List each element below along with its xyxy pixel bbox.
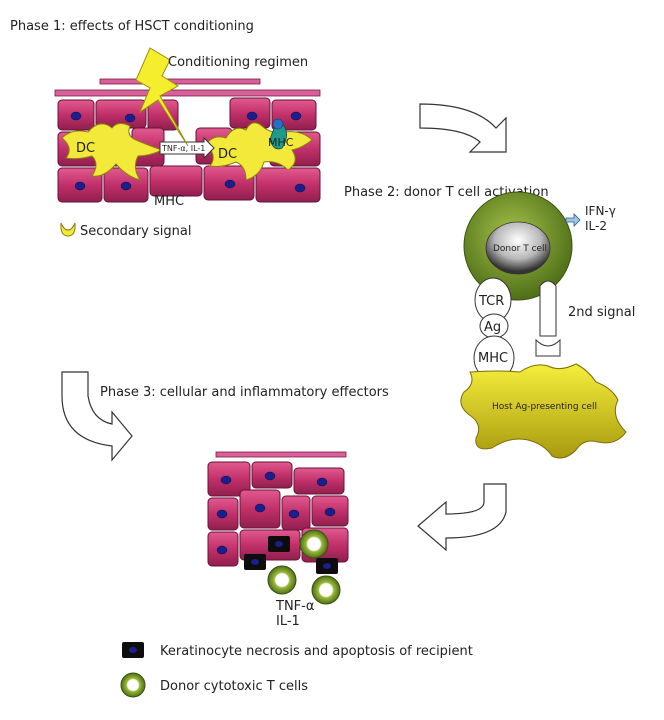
necrotic-keratinocytes [244,536,338,574]
phase2-activation: Donor T cell IFN-γ IL-2 TCR Ag MHC 2nd s… [460,191,635,459]
secondary-signal-label: Secondary signal [80,224,191,239]
basement-membrane-strip [99,78,261,85]
basement-membrane-strip [215,451,347,458]
host-apc [460,363,627,459]
secondary-signal-icon [60,222,76,237]
tcr-label: TCR [478,294,504,309]
curved-arrow-phase3-entry [61,371,133,462]
basement-membrane-strip [54,89,321,97]
keratinocyte-legend-label: Keratinocyte necrosis and apoptosis of r… [160,644,473,659]
dc-label-left: DC [76,141,95,156]
cytokine-label: TNF-α, IL-1 [161,144,205,153]
dendritic-cell-left [61,122,164,181]
donor-t-cell-nucleus [485,221,551,275]
mhc-label: MHC [154,194,184,209]
t-cell-cytokine-2: IL-2 [585,219,607,233]
mhc-cell-label: MHC [268,136,294,149]
second-signal-label: 2nd signal [568,305,635,320]
cytotoxic-legend-label: Donor cytotoxic T cells [160,679,308,694]
phase3-cytokine-2: IL-1 [276,614,300,629]
phase3-nuclei [216,471,336,555]
antigen-label: Ag [484,320,501,335]
second-signal-ligand [535,338,561,357]
keratinocyte-legend-nucleus [129,647,137,653]
cytotoxic-t-cells [267,529,341,605]
curved-arrow-phase2-to-phase3 [417,483,507,552]
second-signal-receptor [539,280,557,337]
cytotoxic-legend-icon [120,672,146,698]
donor-t-cell-label: Donor T cell [493,244,547,254]
phase3-tissue: TNF-α IL-1 [207,451,349,629]
phase2-mhc-label: MHC [478,351,508,366]
dc-label-right: DC [218,147,237,162]
mhc-antigen-icon [272,118,284,130]
phase3-title: Phase 3: cellular and inflammatory effec… [100,385,389,400]
phase1-title: Phase 1: effects of HSCT conditioning [10,19,254,34]
t-cell-cytokine-1: IFN-γ [585,204,616,218]
conditioning-label: Conditioning regimen [168,55,308,70]
cytokine-arrow [159,136,215,160]
apc-label: Host Ag-presenting cell [492,402,597,412]
lightning-bolt-icon [135,47,189,147]
curved-arrow-phase1-to-phase2 [419,103,507,153]
phase1-tissue: DC DC MHC TNF-α, IL-1 Conditioning regim… [54,47,321,239]
secretion-arrow-icon [565,213,581,227]
legend: Keratinocyte necrosis and apoptosis of r… [120,642,473,698]
phase3-cytokine-1: TNF-α [275,599,314,614]
